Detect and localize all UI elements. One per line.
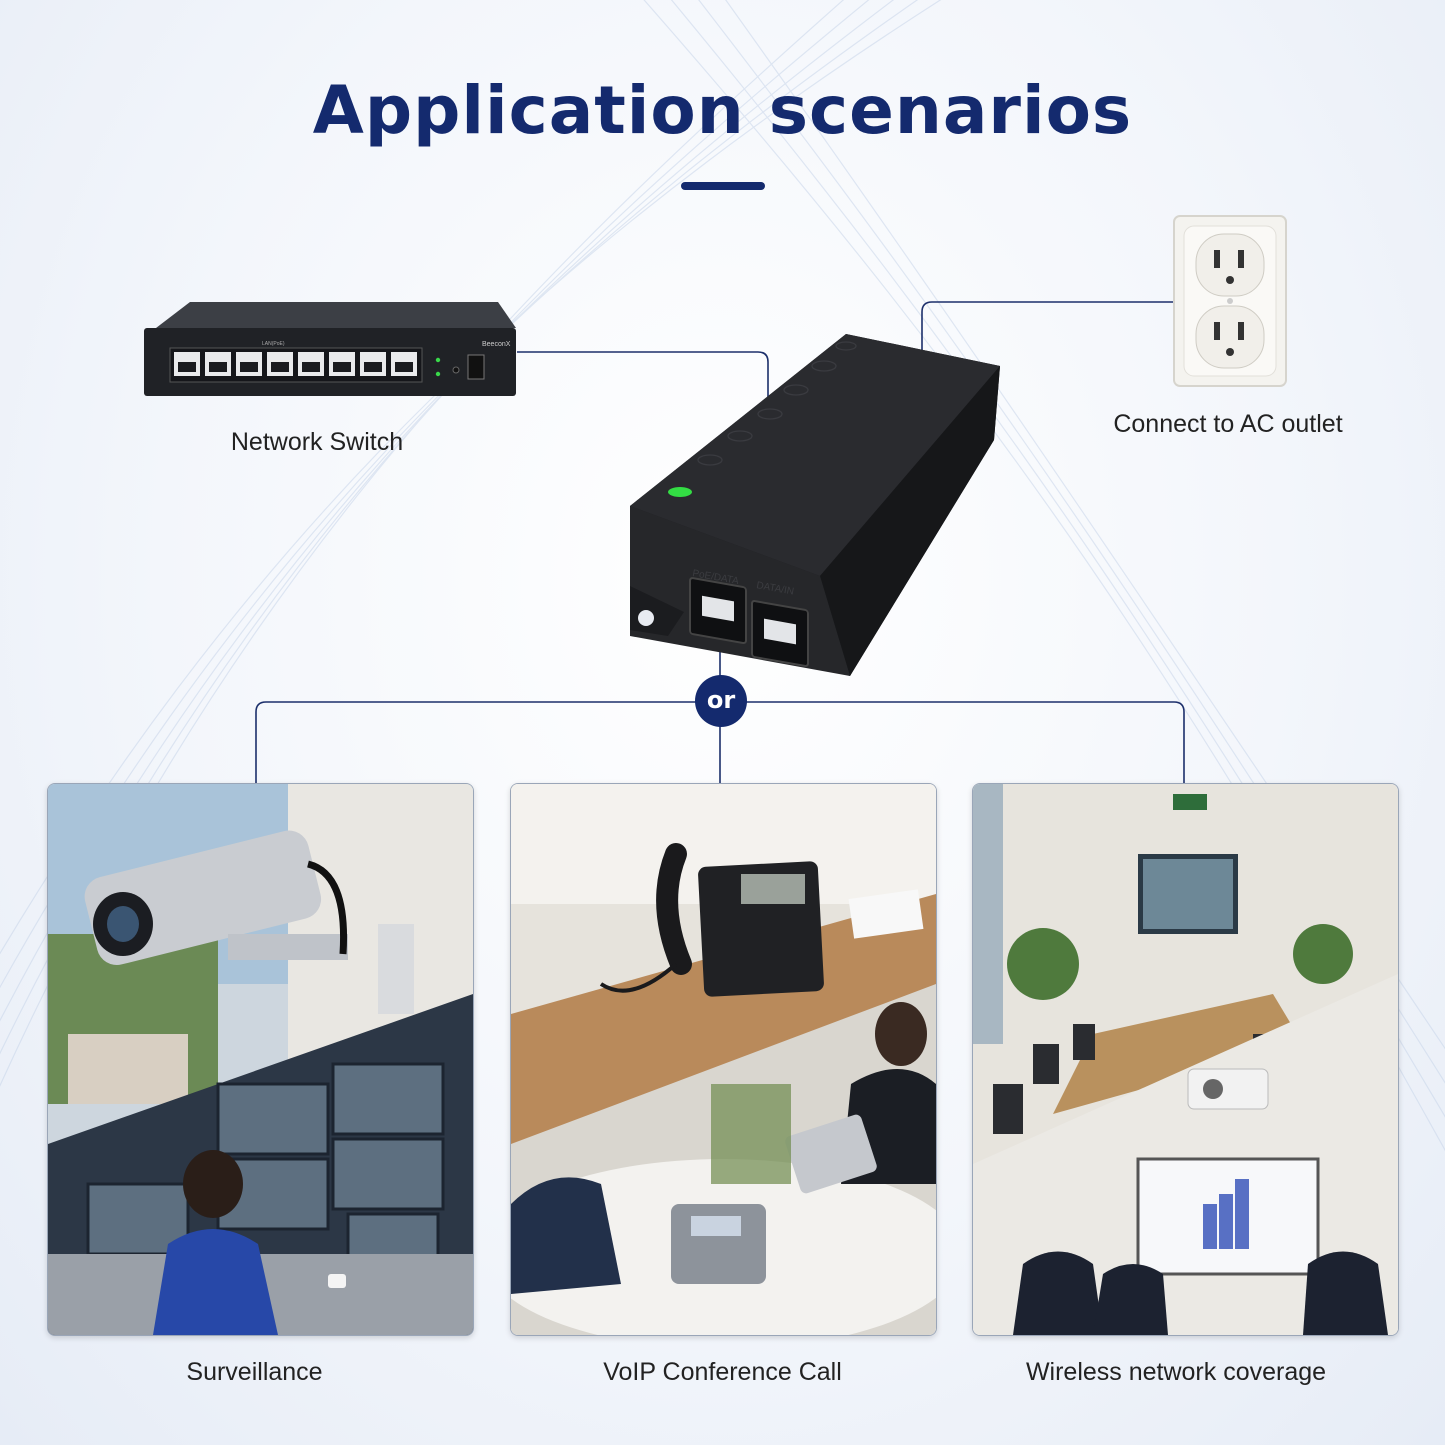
poe-injector-image: PoE/DATA DATA/IN bbox=[630, 334, 1000, 676]
switch-port-label: LAN(PoE) bbox=[262, 341, 285, 347]
wireless-photo bbox=[972, 783, 1399, 1336]
surveillance-photo bbox=[47, 783, 474, 1336]
page-title: Application scenarios bbox=[312, 72, 1133, 149]
ac-outlet-image bbox=[1173, 215, 1287, 387]
wireless-label: Wireless network coverage bbox=[1025, 1358, 1327, 1386]
or-badge: or bbox=[695, 675, 747, 727]
network-switch-label: Network Switch bbox=[230, 428, 404, 456]
switch-brand: BeeconX bbox=[482, 341, 511, 348]
title-underline bbox=[681, 182, 765, 190]
surveillance-label: Surveillance bbox=[186, 1358, 323, 1386]
ac-outlet-label: Connect to AC outlet bbox=[1113, 410, 1343, 438]
voip-label: VoIP Conference Call bbox=[603, 1358, 842, 1386]
network-switch-image: BeeconX LAN(PoE) bbox=[144, 302, 516, 396]
voip-photo bbox=[510, 783, 937, 1336]
